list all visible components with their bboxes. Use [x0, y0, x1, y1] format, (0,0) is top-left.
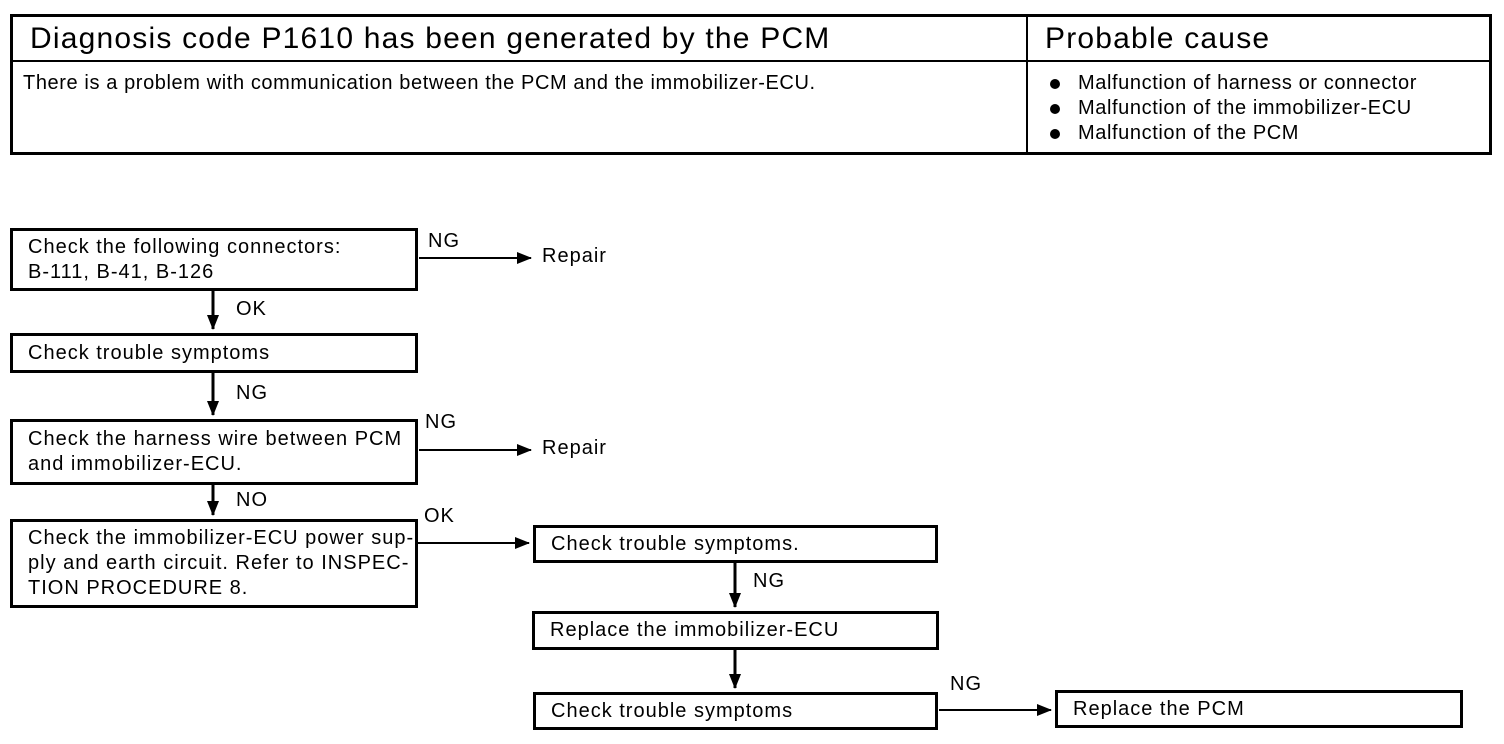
edge-label-ng: NG — [428, 230, 460, 252]
edge-label-ok: OK — [236, 298, 267, 320]
edge-label-ng: NG — [753, 570, 785, 592]
diagnosis-code-header: Diagnosis code P1610 has been generated … — [13, 17, 1026, 62]
flow-box-line: Replace the immobilizer-ECU — [550, 619, 840, 641]
flow-box-line: Check the harness wire between PCM — [28, 428, 403, 450]
flow-box-line: Check the following connectors: — [28, 235, 342, 258]
edge-label-ok: OK — [424, 505, 455, 527]
flow-box-check-symptoms-3: Check trouble symptoms — [533, 692, 938, 730]
edge-label-ng: NG — [950, 673, 982, 695]
flow-box-line: TION PROCEDURE 8. — [28, 577, 249, 599]
probable-cause-item: Malfunction of the immobilizer-ECU — [1050, 96, 1481, 121]
probable-cause-item: Malfunction of the PCM — [1050, 121, 1481, 146]
flow-box-line: ply and earth circuit. Refer to INSPEC- — [28, 552, 410, 574]
flow-box-check-symptoms-2: Check trouble symptoms. — [533, 525, 938, 563]
probable-cause-header: Probable cause — [1026, 17, 1489, 62]
edge-label-no: NO — [236, 489, 268, 511]
repair-terminal: Repair — [542, 245, 607, 267]
diagnosis-description: There is a problem with communication be… — [23, 72, 816, 94]
flow-box-check-connectors: Check the following connectors: B-111, B… — [10, 228, 418, 291]
flow-box-line: Check the immobilizer-ECU power sup- — [28, 527, 415, 549]
edge-label-ng: NG — [425, 411, 457, 433]
bullet-icon — [1050, 104, 1060, 114]
flow-box-check-harness: Check the harness wire between PCM and i… — [10, 419, 418, 485]
diagnosis-table: Diagnosis code P1610 has been generated … — [10, 14, 1492, 155]
probable-cause-item: Malfunction of harness or connector — [1050, 71, 1481, 96]
flow-box-check-power-supply: Check the immobilizer-ECU power sup- ply… — [10, 519, 418, 608]
probable-cause-text: Malfunction of the immobilizer-ECU — [1078, 97, 1412, 119]
bullet-icon — [1050, 129, 1060, 139]
flow-box-check-symptoms-1: Check trouble symptoms — [10, 333, 418, 373]
flow-box-replace-pcm: Replace the PCM — [1055, 690, 1463, 728]
flow-box-line: Replace the PCM — [1073, 697, 1245, 720]
bullet-icon — [1050, 79, 1060, 89]
flow-box-line: Check trouble symptoms — [551, 699, 794, 722]
flow-box-replace-immobilizer: Replace the immobilizer-ECU — [532, 611, 939, 650]
probable-cause-text: Malfunction of the PCM — [1078, 122, 1300, 144]
probable-cause-list: Malfunction of harness or connector Malf… — [1026, 62, 1489, 152]
probable-cause-text: Malfunction of harness or connector — [1078, 72, 1417, 94]
flow-box-line: Check trouble symptoms. — [551, 532, 800, 555]
flow-box-line: and immobilizer-ECU. — [28, 453, 243, 475]
flow-box-line: Check trouble symptoms — [28, 341, 271, 364]
edge-label-ng: NG — [236, 382, 268, 404]
flow-box-line: B-111, B-41, B-126 — [28, 260, 215, 283]
repair-terminal: Repair — [542, 437, 607, 459]
